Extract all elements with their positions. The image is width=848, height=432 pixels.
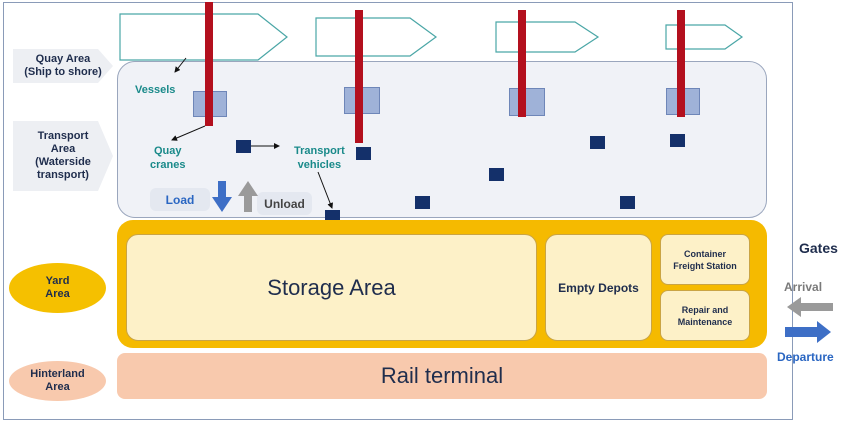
transport-vehicle xyxy=(325,210,340,223)
quay-crane-3 xyxy=(518,10,526,117)
transport-vehicle xyxy=(356,147,371,160)
transport-vehicle xyxy=(620,196,635,209)
vessel-outline-3 xyxy=(495,21,600,53)
vessel-outline-2 xyxy=(315,17,438,57)
unload-label-box: Unload xyxy=(257,192,312,215)
departure-label: Departure xyxy=(777,350,834,364)
vessel-outline-1 xyxy=(119,13,288,61)
load-label: Load xyxy=(165,192,195,207)
quay-crane-1 xyxy=(205,2,213,126)
unload-arrow-icon xyxy=(238,181,258,212)
quay-area-label: Quay Area(Ship to shore) xyxy=(13,49,113,83)
load-unload-arrows xyxy=(212,181,258,212)
transport-vehicle xyxy=(590,136,605,149)
load-label-box: Load xyxy=(150,188,210,211)
vessel-outline-4 xyxy=(665,24,744,50)
storage-area: Storage Area xyxy=(126,234,537,341)
rail-terminal: Rail terminal xyxy=(117,353,767,399)
arrival-arrow-icon xyxy=(787,297,833,317)
empty-depots: Empty Depots xyxy=(545,234,652,341)
quay-crane-2 xyxy=(355,10,363,143)
transport-vehicle xyxy=(415,196,430,209)
vessel-slot-3 xyxy=(509,88,545,116)
quay-crane-4 xyxy=(677,10,685,117)
gate-arrows xyxy=(785,297,833,343)
vessels-label: Vessels xyxy=(135,84,176,96)
gates-title: Gates xyxy=(799,240,838,256)
transport-vehicle xyxy=(236,140,251,153)
unload-label: Unload xyxy=(264,196,305,211)
arrival-label: Arrival xyxy=(784,280,823,294)
departure-arrow-icon xyxy=(785,321,831,343)
transport-vehicle xyxy=(489,168,504,181)
transport-vehicle xyxy=(670,134,685,147)
load-arrow-icon xyxy=(212,181,232,212)
